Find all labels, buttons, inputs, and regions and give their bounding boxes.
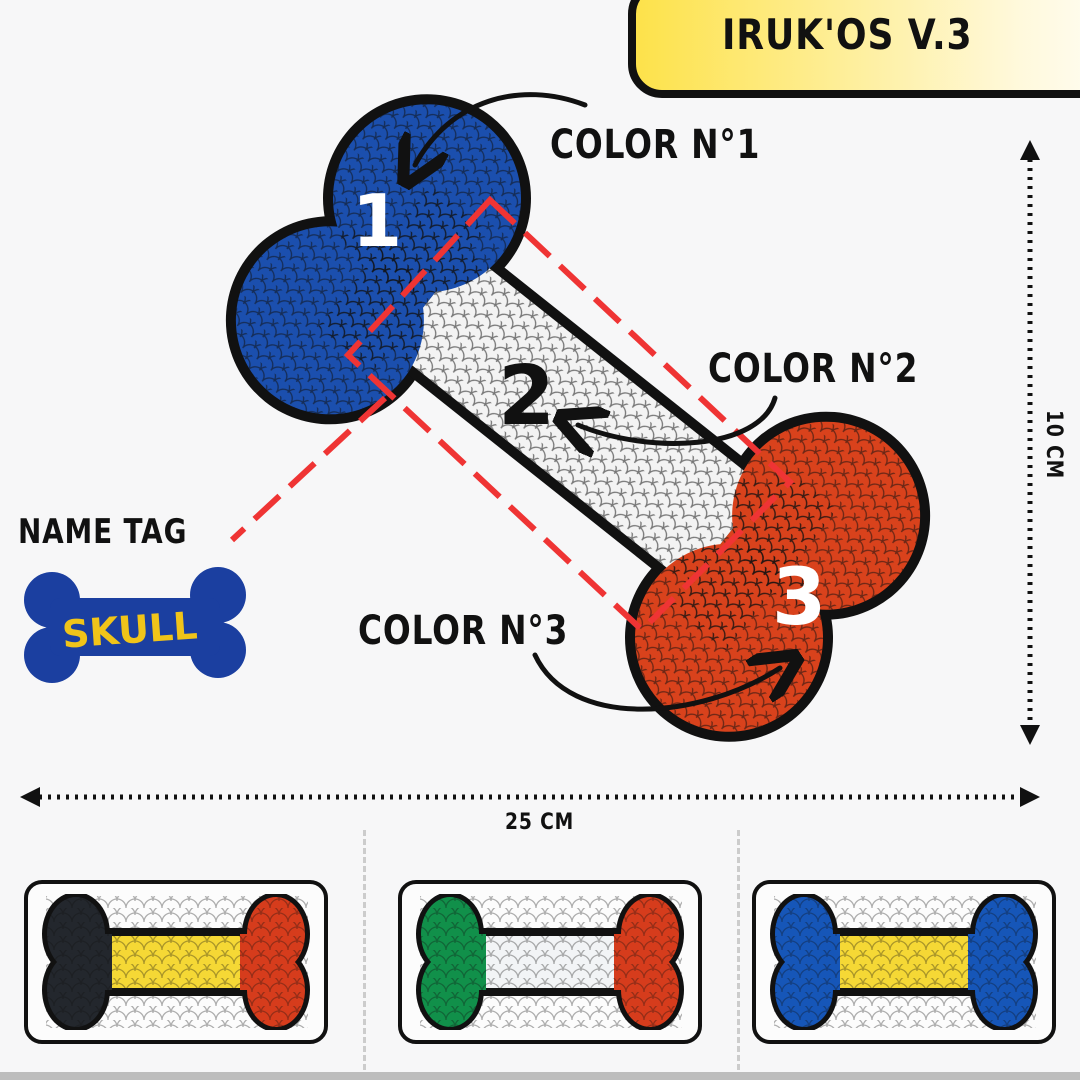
- divider: [737, 830, 740, 1070]
- variant-card-2[interactable]: [398, 880, 702, 1044]
- arrow-color1: [415, 92, 588, 165]
- height-label: 10 CM: [1041, 410, 1066, 480]
- variant-bone: [770, 894, 1038, 1030]
- color1-label: COLOR N°1: [550, 122, 761, 168]
- bone-number-1: 1: [352, 179, 402, 263]
- bottom-bar: [0, 1072, 1080, 1080]
- name-tag-bone: SKULL: [24, 567, 246, 683]
- name-tag-pointer: [229, 395, 388, 543]
- bone-number-2: 2: [498, 349, 555, 444]
- name-tag-label: NAME TAG: [18, 512, 188, 552]
- variant-card-1[interactable]: [24, 880, 328, 1044]
- title-banner: [628, 0, 1080, 98]
- divider: [363, 830, 366, 1070]
- arrow-color2: [578, 395, 778, 443]
- width-label: 25 CM: [505, 810, 575, 835]
- color3-label: COLOR N°3: [358, 608, 569, 654]
- variant-card-3[interactable]: [752, 880, 1056, 1044]
- arrow-color3: [532, 655, 780, 712]
- name-tag-text: SKULL: [61, 603, 199, 656]
- color2-label: COLOR N°2: [708, 346, 919, 392]
- variant-bone: [416, 894, 684, 1030]
- product-title: IRUK'OS V.3: [722, 10, 973, 59]
- bone-number-3: 3: [772, 553, 826, 643]
- variant-bone: [42, 894, 310, 1030]
